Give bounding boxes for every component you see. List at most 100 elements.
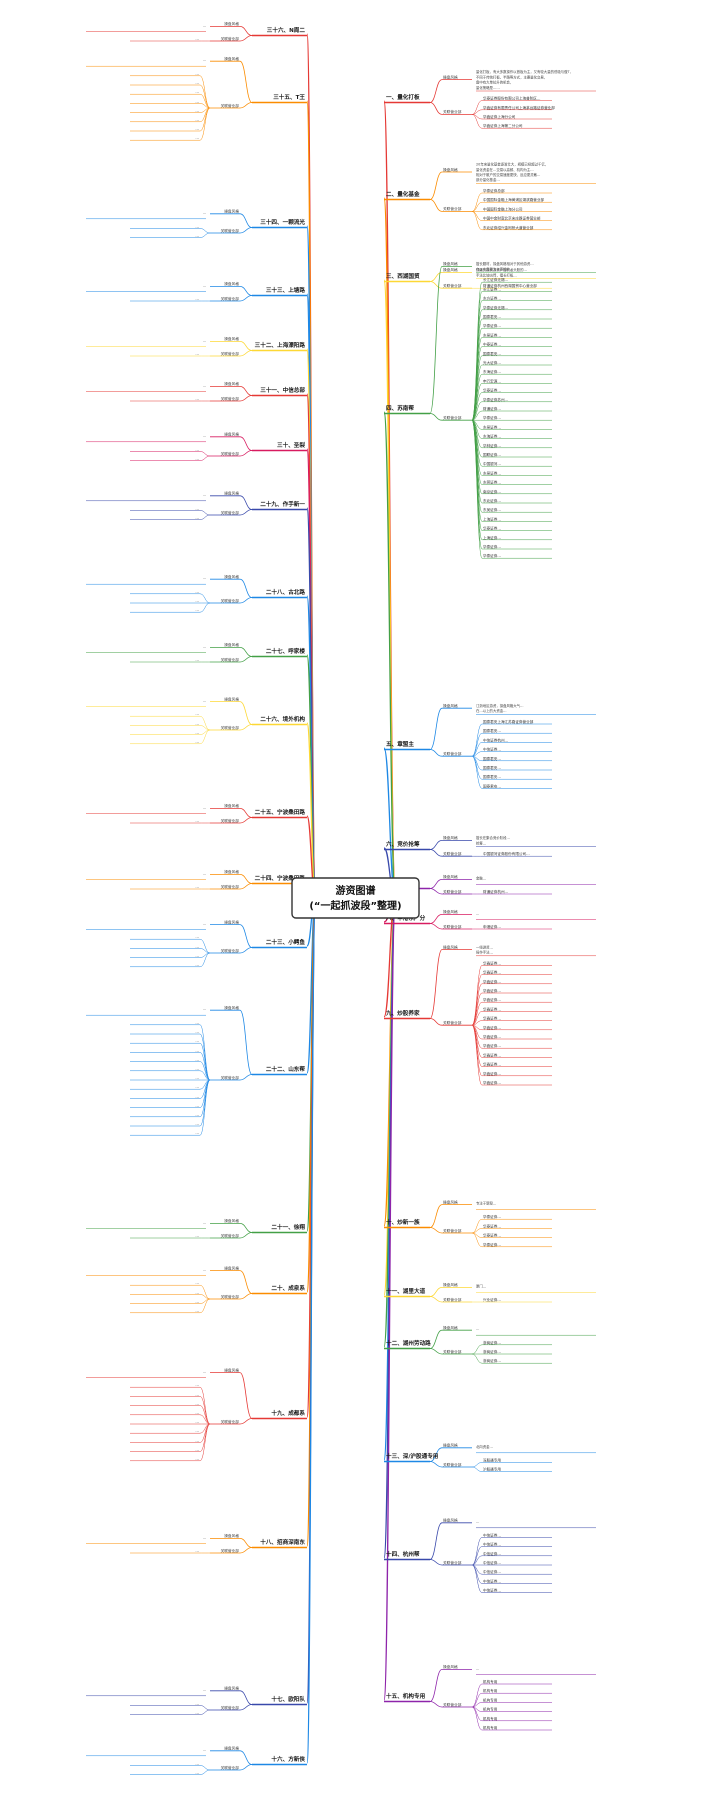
seat-item[interactable]: …: [195, 234, 199, 238]
branch-title[interactable]: 二十六、境外机构: [260, 715, 305, 723]
seat-item[interactable]: 华鑫证券…: [483, 1006, 501, 1011]
seat-item[interactable]: …: [195, 1085, 199, 1089]
branch-23[interactable]: 二十九、作手新一操盘风格…关联营业部……: [86, 491, 307, 520]
seat-item[interactable]: …: [195, 1021, 199, 1025]
seat-item[interactable]: 机构专用: [483, 1679, 498, 1684]
seat-item[interactable]: 光大证券…: [483, 360, 501, 365]
branch-14[interactable]: 十四、杭州帮操盘风格…关联营业部中信证券…中信证券…中信证券…中信证券…中信证券…: [384, 1518, 596, 1593]
seat-item[interactable]: 中信证券…: [483, 1542, 501, 1547]
center-node[interactable]: 游资图谱 (“一起抓波段”整理): [291, 877, 420, 919]
seat-item[interactable]: …: [195, 1309, 199, 1313]
branch-29[interactable]: 二十三、小鳄鱼操盘风格…关联营业部…………: [86, 919, 307, 968]
seat-item[interactable]: 华泰证券…: [483, 1223, 501, 1228]
seat-item[interactable]: 国联证券…: [483, 452, 501, 457]
branch-title[interactable]: 三十四、一颗流光: [260, 218, 305, 226]
branch-title[interactable]: 十一、湖里大道: [386, 1287, 426, 1295]
seat-item[interactable]: 华泰证券…: [483, 526, 501, 531]
branch-26[interactable]: 二十六、境外机构操盘风格…关联营业部…………: [86, 696, 307, 745]
seat-item[interactable]: 中国国际金融上海黄浦区湖滨路营业部: [483, 197, 544, 202]
branch-11[interactable]: 十一、湖里大道操盘风格厦门…关联营业部兴业证券…: [384, 1282, 596, 1303]
branch-32[interactable]: 二十、成泉系操盘风格…关联营业部…………: [86, 1265, 307, 1314]
branch-title[interactable]: 二十、成泉系: [271, 1284, 305, 1292]
branch-title[interactable]: 五、章盟主: [386, 740, 414, 748]
seat-item[interactable]: 上海证券…: [483, 516, 501, 521]
branch-title[interactable]: 二、量化基金: [386, 190, 420, 198]
seat-item[interactable]: 中国国际金融上海分公司: [483, 206, 523, 211]
seat-item[interactable]: 华泰证券…: [483, 553, 501, 558]
seat-item[interactable]: …: [195, 352, 199, 356]
seat-item[interactable]: …: [195, 1030, 199, 1034]
branch-13[interactable]: 十三、深/沪股通专用操盘风格北向资金…关联营业部深股通专用沪股通专用: [384, 1443, 596, 1472]
branch-36[interactable]: 十六、方新侠操盘风格…关联营业部……: [86, 1746, 307, 1775]
seat-item[interactable]: …: [195, 1300, 199, 1304]
seat-item[interactable]: …: [195, 590, 199, 594]
branch-1[interactable]: 一、量化打板操盘风格量化打板，有大多数操作以首板为主，又有较大量的低吸与做T，不…: [384, 69, 596, 129]
seat-item[interactable]: 中信证券…: [483, 1551, 501, 1556]
seat-item[interactable]: 浙商证券…: [483, 1340, 501, 1345]
seat-item[interactable]: 华泰证券…: [483, 1214, 501, 1219]
seat-item[interactable]: 华鑫证券…: [483, 1016, 501, 1021]
seat-item[interactable]: 国泰君安…: [483, 314, 501, 319]
branch-31[interactable]: 二十一、徐翔操盘风格…关联营业部…: [86, 1218, 307, 1239]
seat-item[interactable]: 中信证券…: [483, 747, 501, 752]
branch-18[interactable]: 三十四、一颗流光操盘风格…关联营业部……: [86, 209, 307, 238]
seat-item[interactable]: 机构专用: [483, 1725, 498, 1730]
seat-item[interactable]: …: [195, 599, 199, 603]
seat-item[interactable]: 华林证券…: [483, 443, 501, 448]
seat-item[interactable]: 中国中金财富北京宋庄路证券营业部: [483, 216, 541, 221]
seat-item[interactable]: 机构专用: [483, 1697, 498, 1702]
seat-item[interactable]: 华鑫证券…: [483, 1062, 501, 1067]
seat-item[interactable]: …: [195, 740, 199, 744]
branch-35[interactable]: 十七、欧阳队操盘风格…关联营业部……: [86, 1686, 307, 1715]
seat-item[interactable]: 华泰证券…: [483, 1233, 501, 1238]
branch-title[interactable]: 六、竞价抢筹: [386, 840, 420, 848]
seat-item[interactable]: 华鑫证券上海分公司: [483, 114, 516, 119]
seat-item[interactable]: …: [195, 954, 199, 958]
branch-20[interactable]: 三十二、上海溧阳路操盘风格…关联营业部…: [86, 336, 307, 357]
seat-item[interactable]: …: [195, 1711, 199, 1715]
seat-item[interactable]: 中信证券杭州…: [483, 737, 509, 742]
seat-item[interactable]: 华鑫证券…: [483, 979, 501, 984]
seat-item[interactable]: 中信证券…: [483, 1560, 501, 1565]
seat-item[interactable]: …: [195, 1122, 199, 1126]
seat-item[interactable]: …: [195, 1234, 199, 1238]
seat-item[interactable]: …: [195, 1420, 199, 1424]
seat-item[interactable]: 东吴证券…: [483, 424, 501, 429]
seat-item[interactable]: …: [195, 136, 199, 140]
seat-item[interactable]: 国泰君安…: [483, 351, 501, 356]
branch-24[interactable]: 二十八、古北路操盘风格…关联营业部………: [86, 574, 307, 613]
seat-item[interactable]: …: [195, 516, 199, 520]
seat-item[interactable]: 国泰君安…: [483, 756, 501, 761]
branch-19[interactable]: 三十三、上塘路操盘风格…关联营业部…: [86, 281, 307, 302]
branch-22[interactable]: 三十、圣裂操盘风格…关联营业部……: [86, 432, 307, 461]
seat-item[interactable]: …: [195, 1281, 199, 1285]
seat-item[interactable]: …: [195, 1429, 199, 1433]
branch-title[interactable]: 一、量化打板: [386, 93, 420, 101]
branch-title[interactable]: 二十五、宁波桑田路: [255, 808, 306, 816]
seat-item[interactable]: 长江证券无锡…: [483, 277, 509, 282]
seat-item[interactable]: 华泰证券股份有限公司上海普陀区…: [483, 96, 541, 101]
branch-title[interactable]: 三十五、T王: [273, 93, 305, 101]
seat-item[interactable]: …: [195, 658, 199, 662]
seat-item[interactable]: 国泰君安…: [483, 774, 501, 779]
seat-item[interactable]: 财通证券…: [483, 406, 501, 411]
branch-30[interactable]: 二十二、山东帮操盘风格…关联营业部…………………………………: [86, 1005, 307, 1136]
branch-title[interactable]: 三、西湖国贸: [386, 272, 420, 280]
seat-item[interactable]: 华泰证券…: [483, 544, 501, 549]
seat-item[interactable]: …: [195, 944, 199, 948]
branch-title[interactable]: 十、炒新一族: [386, 1218, 420, 1226]
seat-item[interactable]: …: [195, 127, 199, 131]
seat-item[interactable]: 华鑫证券…: [483, 997, 501, 1002]
seat-item[interactable]: …: [195, 99, 199, 103]
branch-title[interactable]: 十九、成都系: [271, 1409, 305, 1417]
branch-title[interactable]: 三十一、中信总部: [260, 386, 305, 394]
branch-28[interactable]: 二十四、宁波桑田路操盘风格…关联营业部…: [86, 869, 307, 890]
branch-title[interactable]: 四、苏南帮: [386, 404, 414, 412]
branch-17[interactable]: 三十五、T王操盘风格…关联营业部……………………: [86, 56, 307, 141]
seat-item[interactable]: 深股通专用: [483, 1457, 501, 1462]
seat-item[interactable]: 中信证券…: [483, 1532, 501, 1537]
seat-item[interactable]: 东北证券绍兴金柯桥大道营业部: [483, 225, 534, 230]
branch-title[interactable]: 二十二、山东帮: [266, 1065, 306, 1073]
seat-item[interactable]: 中信证券…: [483, 1588, 501, 1593]
seat-item[interactable]: …: [195, 1438, 199, 1442]
